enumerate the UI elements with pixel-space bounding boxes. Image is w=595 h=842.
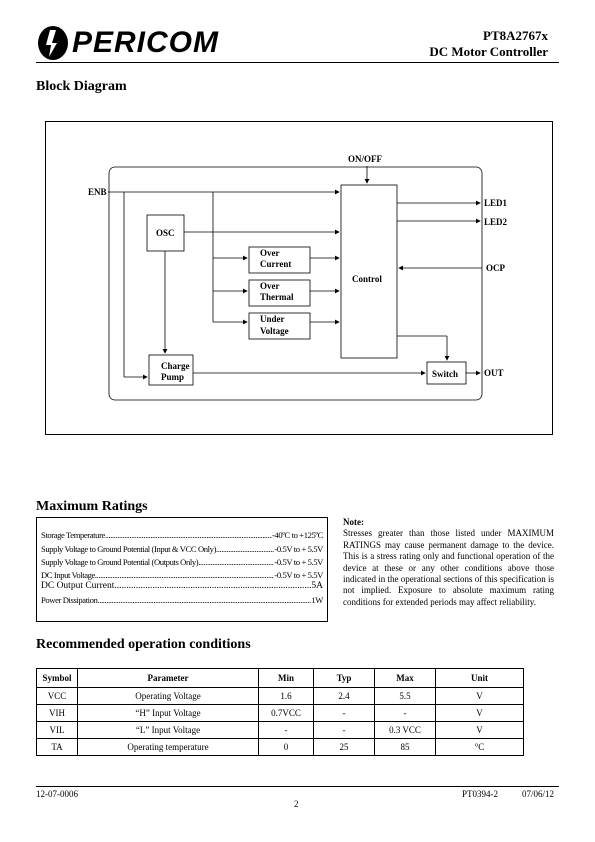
table-row: VIH “H” Input Voltage 0.7VCC - - V <box>36 704 524 722</box>
ocp-label: OCP <box>486 263 506 273</box>
footer-date: 07/06/12 <box>522 789 555 799</box>
table-row: VIL “L” Input Voltage - - 0.3 VCC V <box>36 721 524 739</box>
header-rule <box>36 62 559 63</box>
recommended-title: Recommended operation conditions <box>36 637 251 652</box>
pericom-logo: PERICOM <box>36 24 266 64</box>
over-current-label-2: Current <box>260 259 291 269</box>
control-block <box>340 184 398 359</box>
under-voltage-label-2: Voltage <box>260 326 289 336</box>
led2-label: LED2 <box>484 217 508 227</box>
charge-pump-label-2: Pump <box>161 372 184 382</box>
osc-block <box>146 214 185 252</box>
osc-label: OSC <box>156 228 175 238</box>
over-thermal-label-1: Over <box>260 281 280 291</box>
rating-row: Supply Voltage to Ground Potential (Inpu… <box>41 544 323 554</box>
table-header-row: Symbol Parameter Min Typ Max Unit <box>36 668 524 688</box>
logo-wordmark: PERICOM <box>72 26 220 59</box>
footer-rule <box>36 786 559 787</box>
rating-row: Storage Temperature-40ºC to +125ºC <box>41 530 323 540</box>
pericom-logo-mark-icon <box>38 26 68 60</box>
block-diagram-title: Block Diagram <box>36 79 127 94</box>
switch-label: Switch <box>432 369 458 379</box>
footer-left: 12-07-0006 <box>36 789 78 799</box>
led1-label: LED1 <box>484 198 508 208</box>
over-thermal-label-2: Thermal <box>260 292 294 302</box>
note-block: Note: Stresses greater than those listed… <box>343 517 554 608</box>
table-row: TA Operating temperature 0 25 85 °C <box>36 738 524 756</box>
col-min: Min <box>258 668 314 688</box>
over-current-label-1: Over <box>260 248 280 258</box>
product-name: DC Motor Controller <box>429 44 548 59</box>
page-number: 2 <box>294 799 299 809</box>
recommended-table: Symbol Parameter Min Typ Max Unit VCC Op… <box>36 668 524 756</box>
part-number: PT8A2767x <box>483 28 548 43</box>
note-text: Stresses greater than those listed under… <box>343 528 554 607</box>
col-parameter: Parameter <box>77 668 259 688</box>
diagram-inner-frame <box>108 166 483 401</box>
rating-row: Power Dissipation1W <box>41 595 323 605</box>
table-row: VCC Operating Voltage 1.6 2.4 5.5 V <box>36 687 524 705</box>
col-max: Max <box>374 668 436 688</box>
control-label: Control <box>352 274 382 284</box>
charge-pump-label-1: Charge <box>161 361 190 371</box>
col-typ: Typ <box>313 668 375 688</box>
header-title-block: PT8A2767x DC Motor Controller <box>429 28 548 60</box>
on-off-label: ON/OFF <box>348 154 382 164</box>
block-diagram-frame <box>45 121 553 435</box>
rating-row: Supply Voltage to Ground Potential (Outp… <box>41 557 323 567</box>
over-current-block <box>248 246 311 274</box>
note-title: Note: <box>343 517 364 527</box>
max-ratings-title: Maximum Ratings <box>36 499 148 514</box>
col-unit: Unit <box>435 668 524 688</box>
col-symbol: Symbol <box>36 668 78 688</box>
rating-row: DC Input Voltage-0.5V to + 5.5V <box>41 570 323 580</box>
rating-row: DC Output Current5A <box>41 581 323 591</box>
over-thermal-block <box>248 279 311 307</box>
footer-doc: PT0394-2 <box>462 789 498 799</box>
under-voltage-label-1: Under <box>260 314 285 324</box>
charge-pump-block <box>148 354 194 386</box>
under-voltage-block <box>248 312 311 340</box>
enb-label: ENB <box>88 187 107 197</box>
max-ratings-box: Storage Temperature-40ºC to +125ºC Suppl… <box>36 517 328 622</box>
out-label: OUT <box>484 368 504 378</box>
